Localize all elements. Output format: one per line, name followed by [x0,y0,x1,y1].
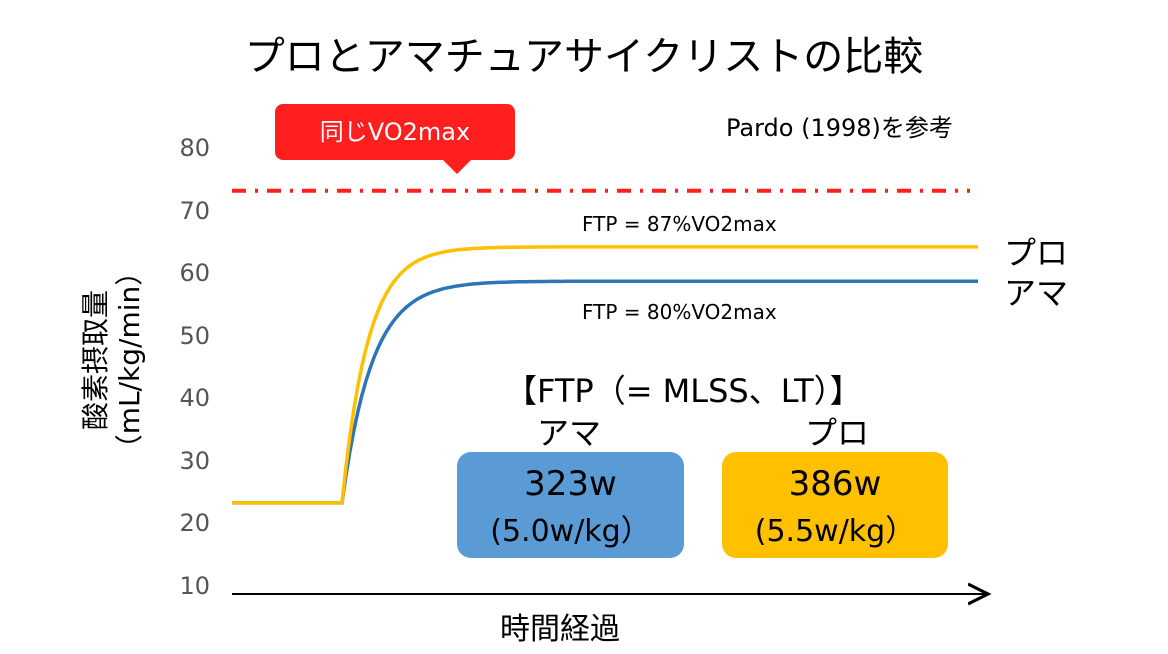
series-line-pro [232,245,978,505]
pro-ftp-watts: 386w [788,464,882,504]
y-tick-label: 60 [179,259,210,287]
series-label-amateur: アマ [1004,274,1069,312]
amateur-ftp-box: 323w (5.0w/kg） [457,452,684,558]
y-tick-label: 20 [179,509,210,537]
y-tick-label: 50 [179,322,210,350]
series-label-pro: プロ [1004,234,1069,272]
amateur-ftp-watts: 323w [524,464,617,504]
series-line-amateur [232,279,978,505]
y-tick-label: 40 [179,384,210,412]
pro-ftp-wkg: (5.5w/kg） [754,514,916,549]
y-tick-label: 80 [179,134,210,162]
ftp-heading: 【FTP（= MLSS、LT）】 [505,372,862,410]
pro-ftp-box: 386w (5.5w/kg） [722,452,948,558]
vo2max-callout: 同じVO2max [275,104,515,174]
amateur-column-label: アマ [537,414,602,452]
ftp-label-amateur: FTP = 80%VO2max [582,300,777,324]
y-tick-label: 30 [179,447,210,475]
pro-column-label: プロ [805,414,870,452]
y-tick-label: 70 [179,197,210,225]
amateur-ftp-wkg: (5.0w/kg） [490,514,651,549]
source-note: Pardo (1998)を参考 [726,114,953,142]
x-axis-label: 時間経過 [500,612,620,647]
chart-title: プロとアマチュアサイクリストの比較 [244,34,924,80]
ftp-label-pro: FTP = 87%VO2max [582,212,777,236]
y-tick-label: 10 [179,572,210,600]
